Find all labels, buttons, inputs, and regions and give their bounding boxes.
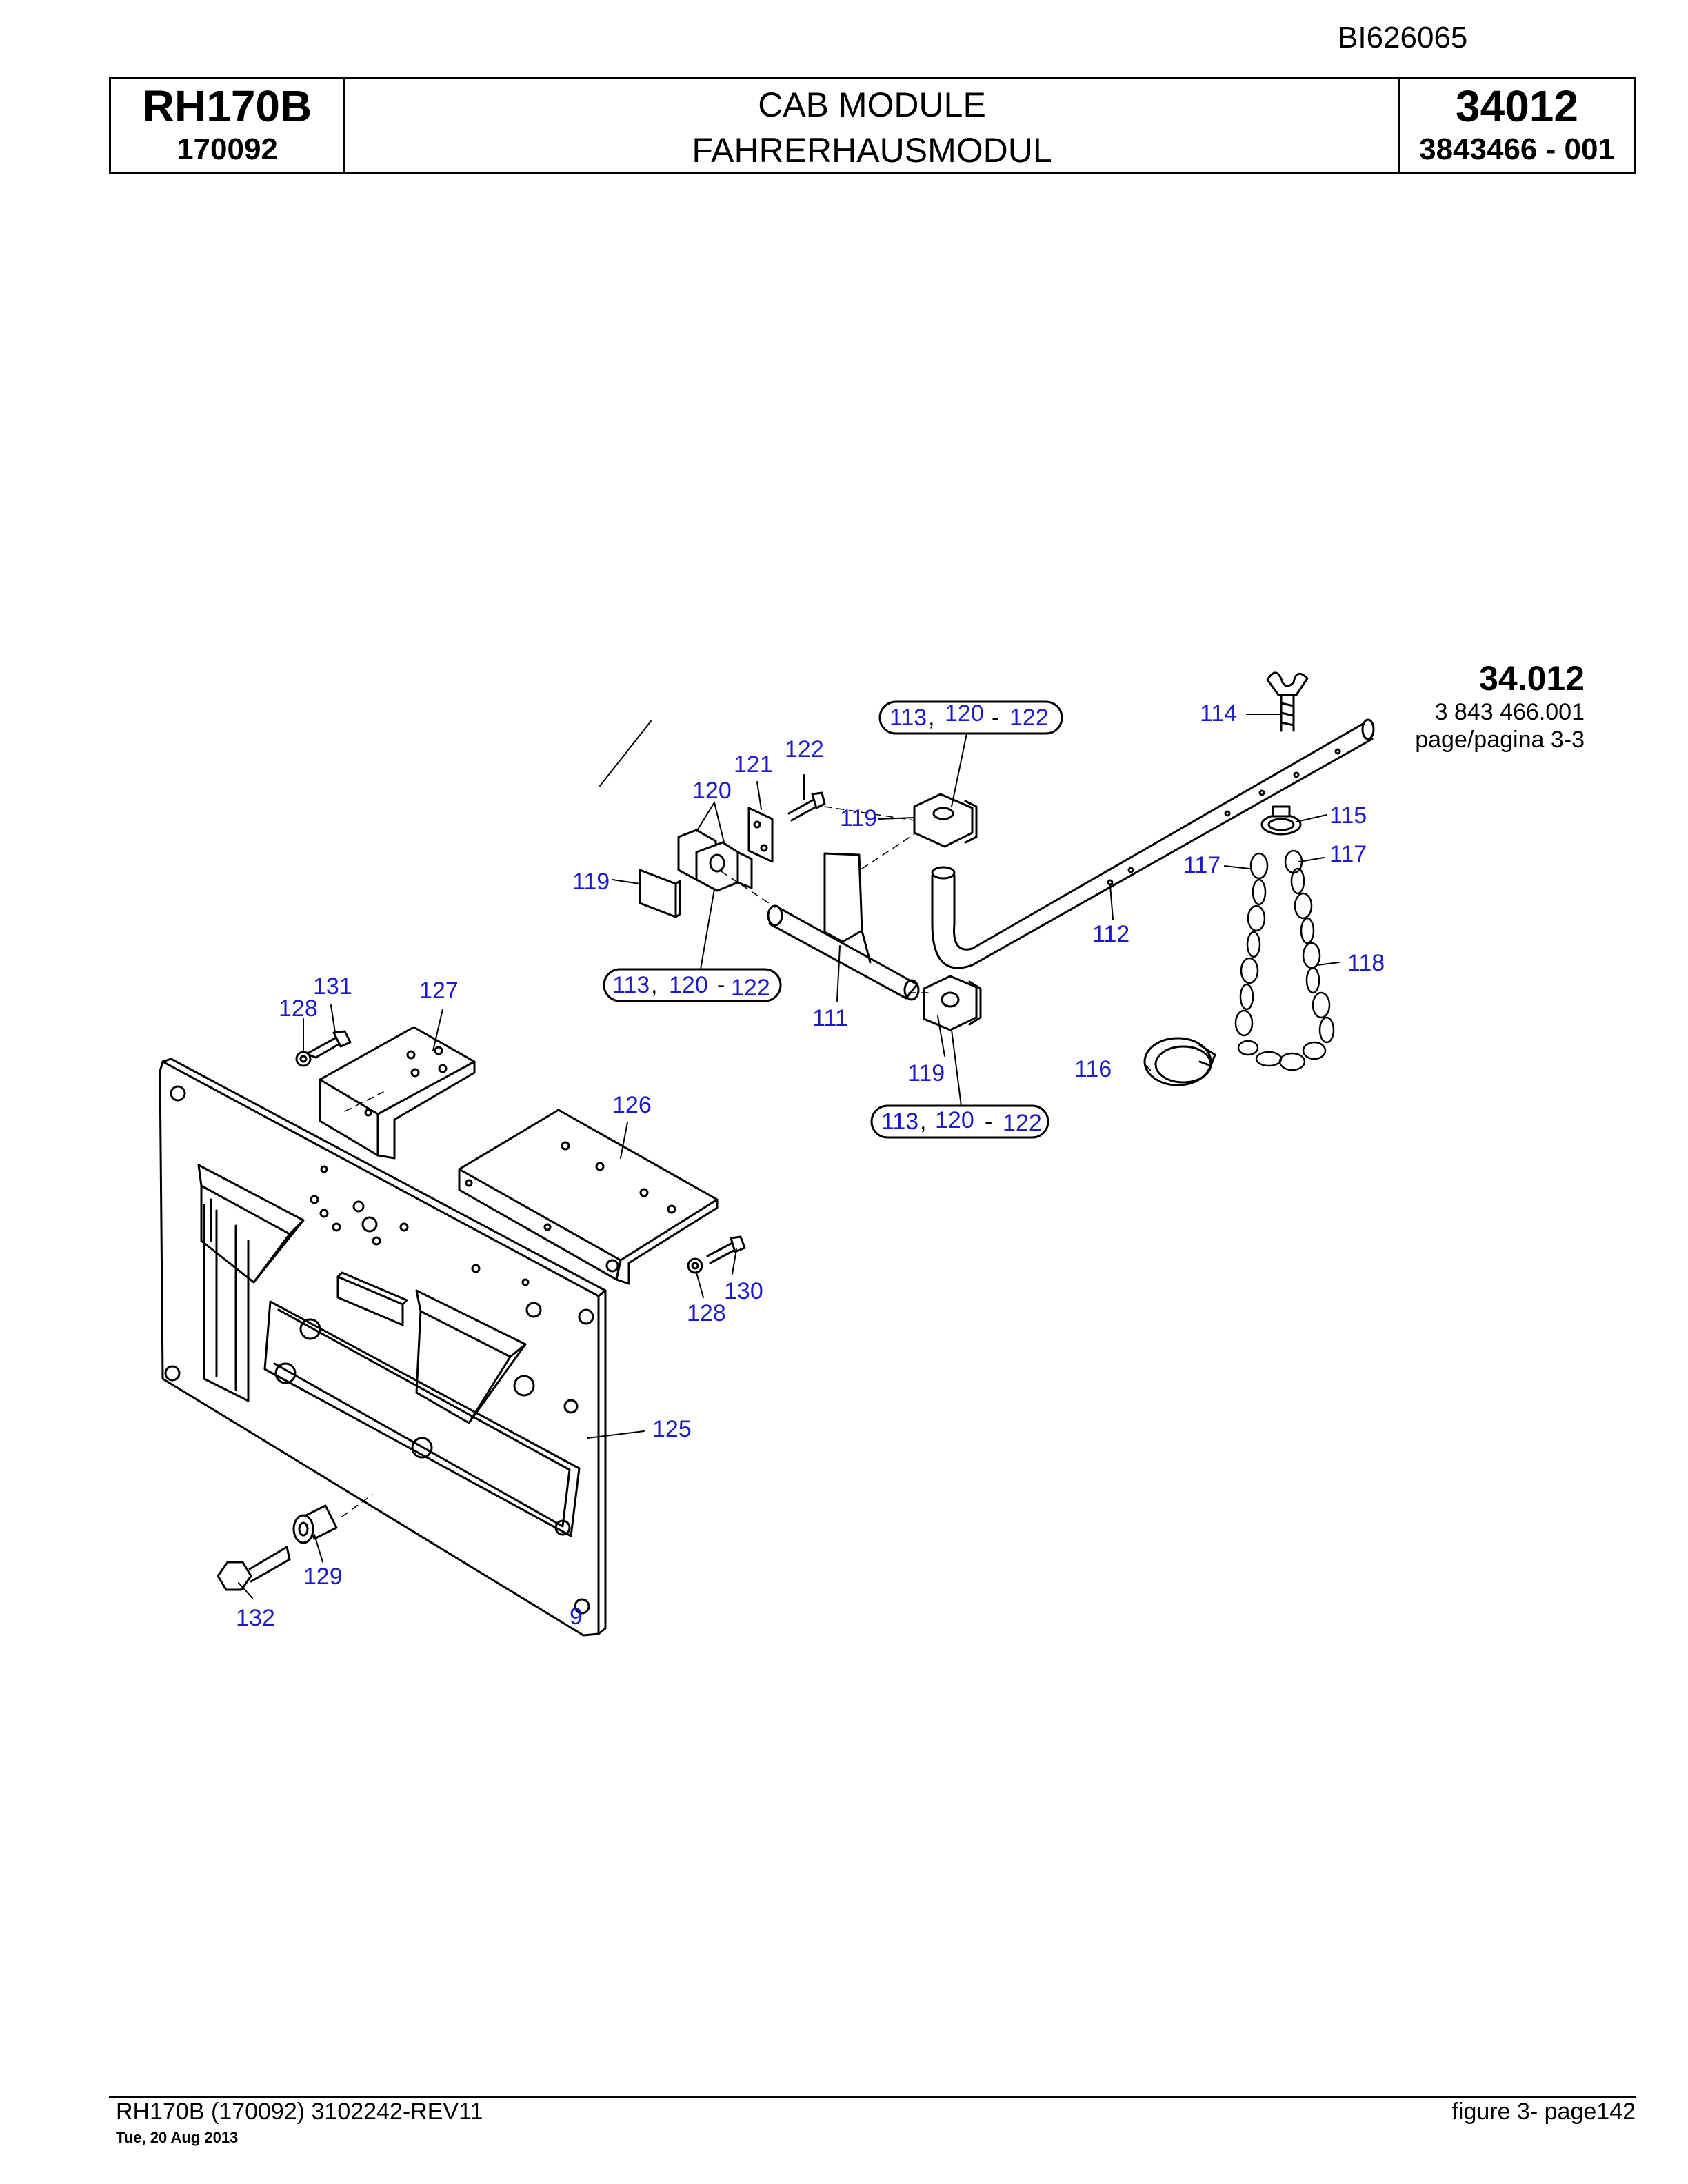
plate-121 [747, 807, 774, 863]
group-top-113: 113 [890, 705, 927, 731]
spacer-129 [292, 1504, 338, 1544]
plate-126 [458, 1109, 719, 1285]
callout-119-left: 119 [572, 869, 610, 895]
callout-121: 121 [734, 751, 773, 778]
model-number: RH170B [142, 81, 312, 131]
callout-111: 111 [812, 1005, 848, 1031]
screw-130 [687, 1235, 746, 1274]
group-bottom-113: 113 [881, 1109, 918, 1135]
ring-nut-115 [1260, 805, 1302, 836]
title-english: CAB MODULE [758, 85, 986, 124]
svg-text:,: , [920, 1109, 926, 1135]
title-cell: CAB MODULE FAHRERHAUSMODUL [345, 79, 1400, 172]
group-number: 34012 [1456, 81, 1578, 131]
callout-128-bottom: 128 [687, 1300, 726, 1326]
group-mid-120: 120 [669, 972, 708, 998]
group-top-122: 122 [1009, 705, 1049, 731]
clamp-block-bottom [923, 975, 982, 1031]
part-number: 3843466 - 001 [1419, 132, 1615, 166]
callout-119-top: 119 [840, 805, 877, 831]
group-outline-mid [603, 968, 782, 1002]
callout-127: 127 [419, 978, 459, 1004]
figure-group: 34.012 [1479, 659, 1585, 698]
bolt-131 [295, 1030, 352, 1067]
bent-tube-112 [931, 718, 1375, 969]
callout-128-top: 128 [279, 995, 318, 1022]
group-outline-bottom [870, 1104, 1049, 1139]
svg-text:,: , [928, 705, 934, 731]
serial-number: 170092 [177, 132, 278, 166]
wing-bolt-114 [1266, 671, 1309, 732]
group-bottom-sep: - [985, 1109, 992, 1135]
clamp-block-top [913, 793, 978, 848]
group-top-sep: - [992, 705, 999, 731]
chain-118 [1234, 849, 1335, 1071]
clamp-block-left [677, 829, 753, 892]
title-german: FAHRERHAUSMODUL [692, 131, 1052, 170]
callout-118: 118 [1347, 950, 1385, 976]
group-outline-top [878, 700, 1063, 735]
callout-117-left: 117 [1183, 852, 1220, 878]
callout-115: 115 [1329, 802, 1367, 829]
group-bottom-122: 122 [1003, 1110, 1042, 1136]
callout-120: 120 [692, 778, 732, 804]
callout-126: 126 [612, 1092, 652, 1118]
model-cell: RH170B 170092 [111, 79, 345, 172]
callout-122: 122 [785, 736, 824, 762]
assembly-lines [341, 806, 929, 1517]
svg-text:,: , [651, 972, 657, 998]
mounting-plate-125 [159, 1058, 607, 1637]
leader-lines [238, 714, 1340, 1599]
tube-111 [767, 852, 920, 1001]
angle-bracket-127 [319, 1026, 476, 1160]
title-block: RH170B 170092 CAB MODULE FAHRERHAUSMODUL… [109, 77, 1636, 174]
callout-132: 132 [236, 1605, 275, 1631]
callout-117-right: 117 [1329, 841, 1367, 867]
callout-131: 131 [313, 973, 352, 1000]
callout-129: 129 [303, 1564, 343, 1590]
bolt-132 [217, 1546, 291, 1591]
footer-page: figure 3- page142 [1451, 2099, 1636, 2125]
callout-125: 125 [652, 1416, 692, 1442]
footer-rule [109, 2096, 1636, 2098]
group-mid-sep: - [717, 972, 725, 998]
group-cell: 34012 3843466 - 001 [1400, 79, 1634, 172]
group-bottom-120: 120 [935, 1107, 974, 1133]
callout-114: 114 [1200, 700, 1237, 727]
document-id: BI626065 [1338, 21, 1468, 54]
gasket-119-left [639, 869, 681, 918]
group-mid-113: 113 [612, 972, 650, 998]
figure-reference: 34.012 3 843 466.001 page/pagina 3-3 [1415, 658, 1585, 754]
footer-date: Tue, 20 Aug 2013 [116, 2129, 239, 2146]
callout-116: 116 [1074, 1056, 1112, 1082]
footer-document: RH170B (170092) 3102242-REV11 [116, 2099, 483, 2125]
figure-part: 3 843 466.001 [1434, 699, 1585, 725]
callout-119-bottom: 119 [907, 1060, 945, 1086]
hose-clamp-116 [1143, 1037, 1216, 1086]
callout-130: 130 [724, 1278, 763, 1304]
sheet-marker: 9 [570, 1604, 583, 1630]
group-top-120: 120 [945, 700, 984, 727]
group-mid-122: 122 [731, 975, 770, 1001]
callout-112: 112 [1092, 921, 1129, 947]
figure-page: page/pagina 3-3 [1415, 727, 1585, 753]
screw-122 [787, 791, 826, 822]
